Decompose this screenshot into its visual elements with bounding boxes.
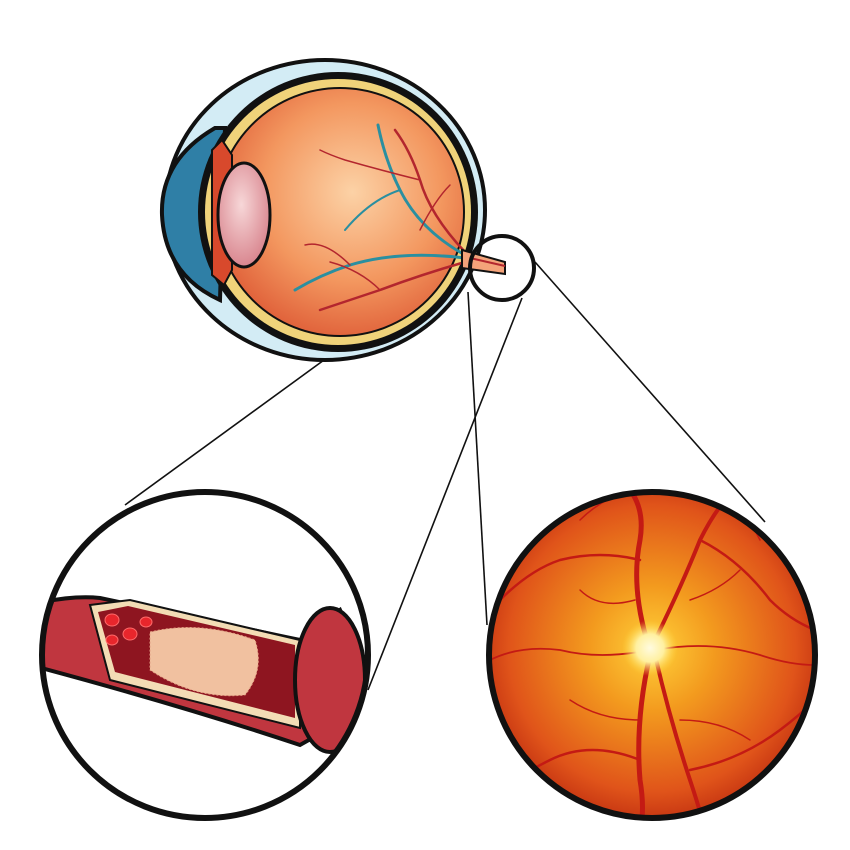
blood-cell — [104, 613, 120, 627]
plaque — [149, 627, 259, 697]
connector-line — [467, 291, 488, 626]
connector-line — [367, 297, 523, 691]
blood-cell — [105, 634, 119, 646]
artery-cut-end — [293, 606, 367, 754]
retina-fundus-view — [486, 489, 818, 821]
retinal-vessels — [293, 123, 467, 312]
blood-cell — [122, 627, 138, 641]
right-zoom-circle — [486, 489, 818, 821]
optic-disc — [622, 620, 678, 676]
lens — [216, 161, 272, 269]
eye-cross-section — [159, 58, 506, 362]
connector-line — [124, 351, 336, 506]
left-zoom-circle — [39, 489, 371, 821]
magnifier-circle — [468, 234, 536, 302]
artery-plaque-view — [39, 489, 371, 821]
connector-lines — [124, 261, 766, 691]
connector-line — [534, 261, 766, 523]
blood-cell — [139, 616, 153, 628]
